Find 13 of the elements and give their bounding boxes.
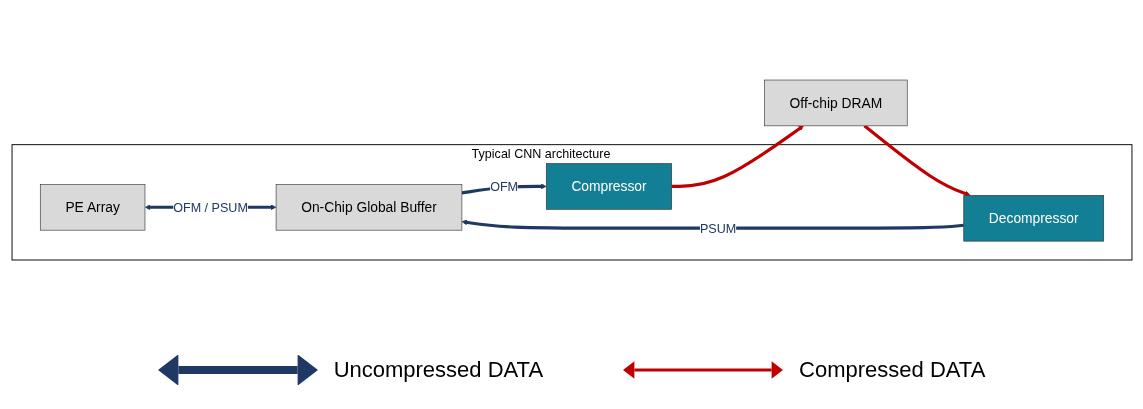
edge-label: OFM	[489, 179, 518, 194]
node-box: Compressor	[545, 163, 672, 210]
edge-label: OFM / PSUM	[172, 200, 248, 215]
node-box: PE Array	[39, 184, 145, 231]
arrow	[461, 219, 964, 230]
node-box: Decompressor	[962, 195, 1104, 242]
arrow	[671, 125, 804, 188]
edge-label: PSUM	[699, 221, 736, 236]
legend-label: Compressed DATA	[799, 357, 986, 383]
node-box: Off-chip DRAM	[763, 79, 908, 127]
arrow	[862, 124, 970, 197]
legend-label: Uncompressed DATA	[333, 357, 544, 383]
node-box: On-Chip Global Buffer	[275, 184, 462, 231]
